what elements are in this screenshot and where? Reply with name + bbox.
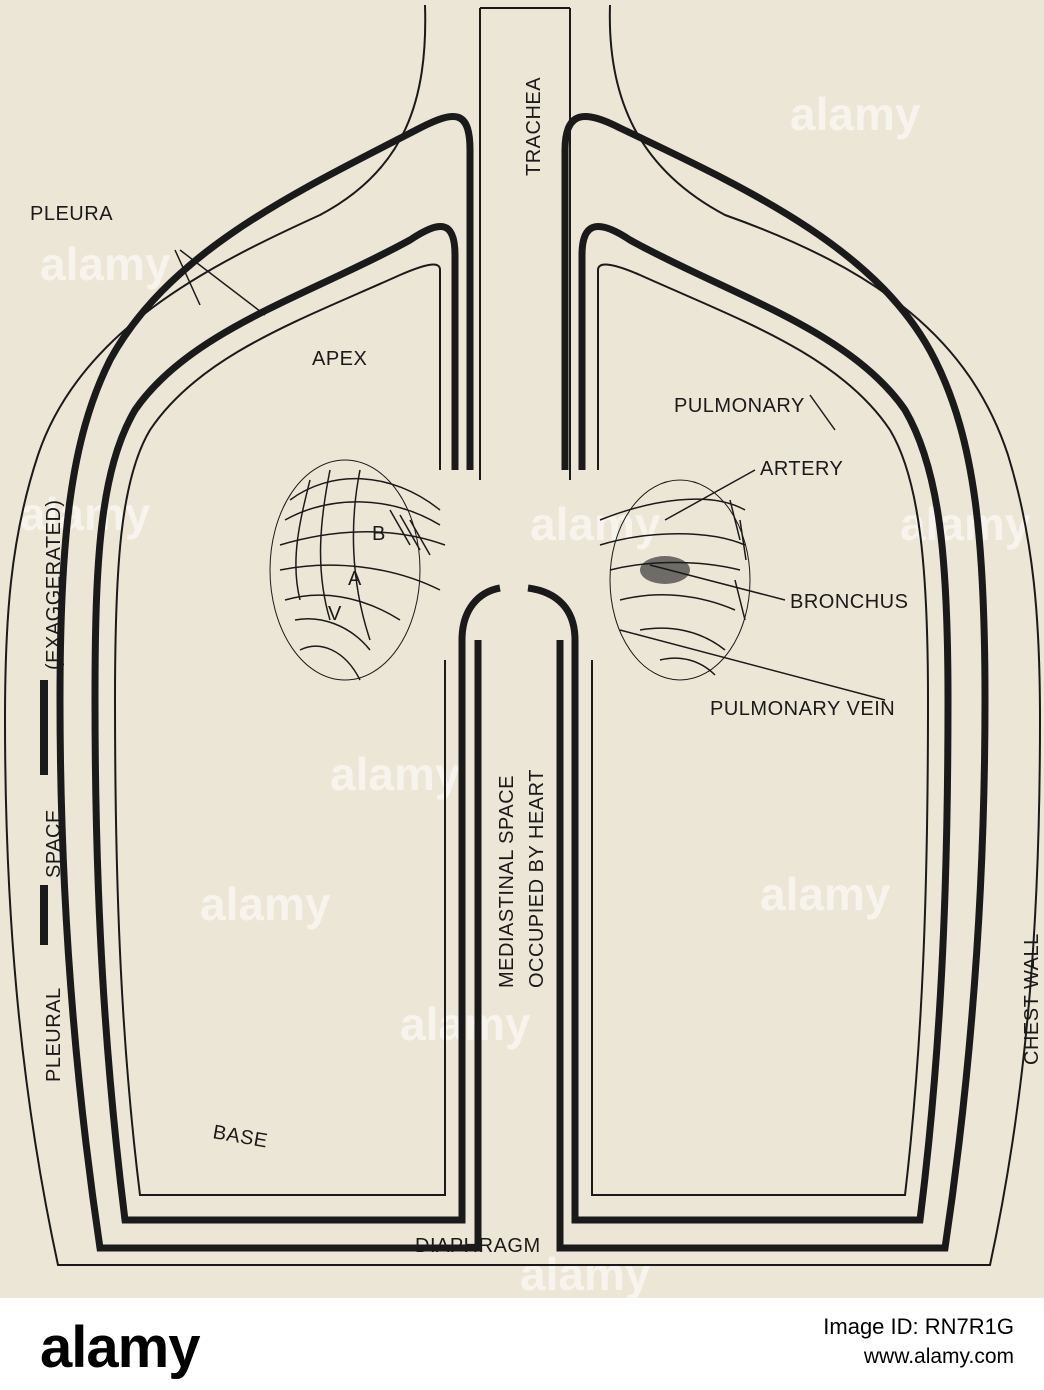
leader-lines: [174, 249, 886, 701]
artery-leader: [664, 469, 756, 521]
pleura-parietal-left: [56, 112, 482, 1252]
pleura-leader-inner: [179, 249, 266, 316]
label-root-b: B: [372, 523, 385, 545]
watermark-text: alamy: [200, 878, 331, 930]
bronchus-leader: [649, 564, 786, 601]
label-pulmonary: PULMONARY: [674, 395, 805, 417]
image-id-text: Image ID: RN7R1G: [823, 1314, 1014, 1339]
label-space: SPACE: [43, 809, 65, 878]
label-pleura: PLEURA: [30, 203, 113, 225]
label-mediastinal-line2: OCCUPIED BY HEART: [526, 769, 548, 988]
watermark-text: alamy: [520, 1248, 651, 1298]
label-diaphragm: DIAPHRAGM: [415, 1235, 541, 1257]
site-url-text: www.alamy.com: [863, 1345, 1014, 1368]
pleural-space-bar: [40, 885, 48, 945]
label-bronchus: BRONCHUS: [790, 591, 908, 613]
lung-left-outline: [113, 263, 446, 1196]
pleura-parietal-right: [556, 112, 989, 1252]
watermark-text: alamy: [790, 88, 921, 140]
alamy-logo: alamy: [40, 1315, 200, 1380]
lung-root-right: [599, 479, 751, 681]
pleural-space-label: PLEURAL SPACE (EXAGGERATED): [40, 499, 65, 1082]
diagram-figure: alamy alamy alamy alamy alamy alamy alam…: [0, 0, 1044, 1298]
watermark-text: alamy: [20, 488, 151, 540]
footer-info: Image ID: RN7R1G www.alamy.com: [823, 1312, 1014, 1372]
label-root-a: A: [348, 568, 362, 590]
chest-wall-outline: [3, 4, 1042, 1266]
pleura-visceral-right: [527, 223, 952, 1224]
pleura-visceral-left: [91, 223, 501, 1224]
label-exaggerated: (EXAGGERATED): [43, 499, 65, 670]
watermark-layer: alamy alamy alamy alamy alamy alamy alam…: [20, 88, 1031, 1298]
label-pulmonary-vein: PULMONARY VEIN: [710, 698, 895, 720]
label-base: BASE: [211, 1121, 269, 1152]
label-artery: ARTERY: [760, 458, 843, 480]
label-chest-wall: CHEST WALL: [1021, 933, 1043, 1065]
pleura-leader-outer: [174, 249, 201, 306]
label-pleural: PLEURAL: [43, 987, 65, 1082]
pleural-space-bar: [40, 680, 48, 775]
watermark-text: alamy: [760, 868, 891, 920]
lung-pleura-diagram: alamy alamy alamy alamy alamy alamy alam…: [3, 4, 1043, 1298]
pulmonary-artery-leader: [809, 394, 836, 431]
pulmonary-vein-leader: [619, 629, 886, 701]
lung-right-outline: [591, 263, 930, 1196]
label-root-v: V: [328, 603, 342, 625]
watermark-text: alamy: [40, 238, 171, 290]
lung-root-left: [269, 459, 446, 681]
watermark-text: alamy: [330, 748, 461, 800]
label-mediastinal-line1: MEDIASTINAL SPACE: [496, 775, 518, 988]
label-apex: APEX: [312, 348, 367, 370]
trachea-tube: [479, 7, 571, 480]
label-trachea: TRACHEA: [523, 77, 545, 176]
stock-footer: alamy Image ID: RN7R1G www.alamy.com: [0, 1298, 1044, 1390]
